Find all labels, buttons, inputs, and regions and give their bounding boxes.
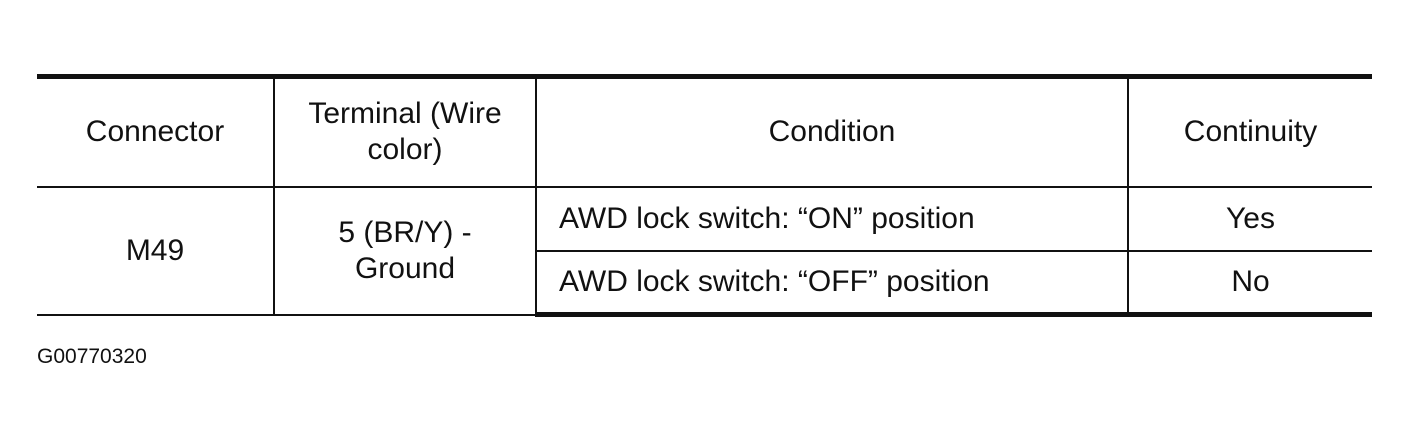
header-continuity: Continuity xyxy=(1127,74,1372,188)
connector-cell: M49 xyxy=(37,186,275,316)
table-row: M49 5 (BR/Y) - Ground AWD lock switch: “… xyxy=(37,186,1372,316)
header-connector: Connector xyxy=(37,74,275,188)
continuity-cell: No xyxy=(1127,250,1372,317)
continuity-table: Connector Terminal (Wire color) Conditio… xyxy=(37,74,1372,317)
table-row: AWD lock switch: “OFF” position No xyxy=(37,250,1372,317)
header-terminal: Terminal (Wire color) xyxy=(273,74,537,188)
continuity-cell: Yes xyxy=(1127,186,1372,252)
table-header-row: Connector Terminal (Wire color) Conditio… xyxy=(37,74,1372,188)
header-terminal-text: Terminal (Wire color) xyxy=(308,97,502,167)
continuity-table-container: Connector Terminal (Wire color) Conditio… xyxy=(37,74,1372,317)
condition-cell: AWD lock switch: “ON” position xyxy=(535,186,1129,252)
header-condition: Condition xyxy=(535,74,1129,188)
condition-cell: AWD lock switch: “OFF” position xyxy=(536,250,1129,317)
terminal-cell-text: 5 (BR/Y) - Ground xyxy=(338,215,472,285)
figure-id: G00770320 xyxy=(37,345,147,368)
terminal-cell: 5 (BR/Y) - Ground xyxy=(273,186,537,316)
